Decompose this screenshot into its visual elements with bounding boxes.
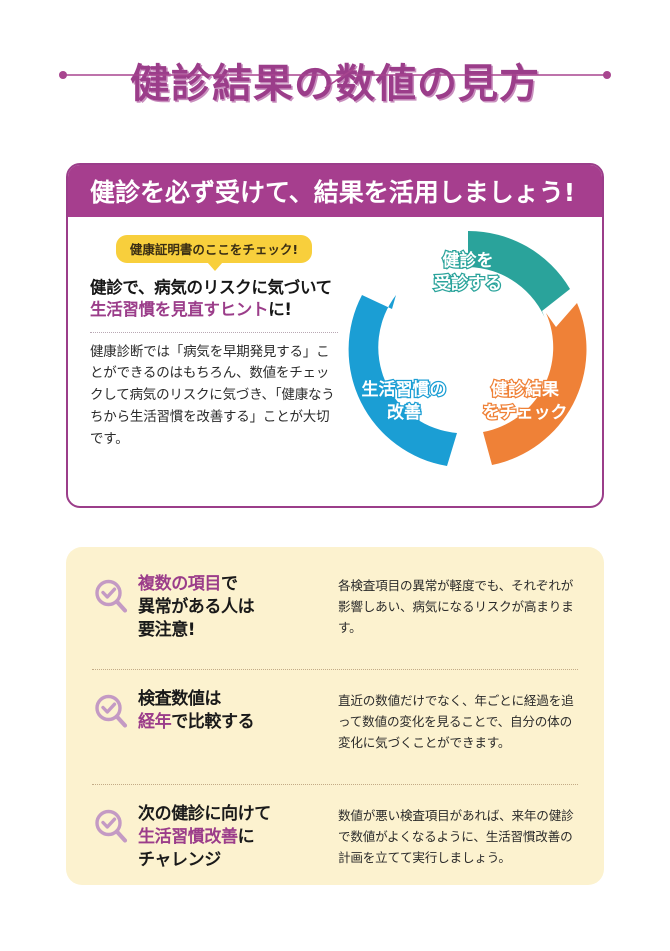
tip-description: 数値が悪い検査項目があれば、来年の健診で数値がよくなるように、生活習慣改善の計画… [338,808,574,866]
tip-heading-part-c: 経年 [138,712,172,733]
intro-text-column: 健康証明書のここをチェック! 健診で、病気のリスクに気づいて 生活習慣を見直すヒ… [90,235,338,451]
page-title-area: 健診結果の数値の見方 [0,62,670,106]
cycle-label-step-1-line2: 受診する [434,273,502,294]
cycle-segment-step-2 [483,303,587,465]
intro-body-text: 健康診断では「病気を早期発見する」ことができるのはもちろん、数値をチェックして病… [90,343,335,447]
cycle-label-step-3-line1: 生活習慣の [362,379,447,400]
cycle-label-step-1-line1: 健診を [443,250,494,271]
magnifier-check-icon [92,569,138,621]
tip-heading-part-b: 検査数値は [138,689,221,709]
health-cycle-diagram: 健診を 受診する 健診結果 をチェック 生活習慣の 改善 [342,223,594,475]
intro-panel-header: 健診を必ず受けて、結果を活用しましょう! [68,165,602,217]
intro-panel-header-text: 健診を必ず受けて、結果を活用しましょう! [90,178,576,207]
tip-heading-part-a: 次の健診に向けて [138,804,271,824]
badge-tail-icon [206,262,223,271]
tip-description: 各検査項目の異常が軽度でも、それぞれが影響しあい、病気になるリスクが高まります。 [338,578,574,636]
cycle-segment-step-3 [348,295,457,466]
check-badge-label: 健康証明書のここをチェック! [129,242,299,257]
tips-panel: 複数の項目で 異常がある人は 要注意! 各検査項目の異常が軽度でも、それぞれが影… [66,547,604,885]
tip-item: 次の健診に向けて 生活習慣改善に チャレンジ 数値が悪い検査項目があれば、来年の… [92,784,578,899]
tip-heading-part-d: チャレンジ [138,850,221,871]
cycle-label-step-3-line2: 改善 [387,402,421,423]
check-badge: 健康証明書のここをチェック! [115,235,313,271]
intro-divider [90,331,338,333]
tip-heading-part-b: 生活習慣改善 [138,827,238,848]
tip-heading: 複数の項目で 異常がある人は 要注意! [138,569,334,642]
cycle-label-step-2-line2: をチェック [483,403,568,423]
magnifier-check-icon [92,799,138,851]
tip-heading-part-d: で比較する [171,712,255,733]
cycle-label-step-2-line1: 健診結果 [491,379,559,400]
tip-heading-part-a: 複数の項目 [138,574,221,594]
cycle-svg: 健診を 受診する 健診結果 をチェック 生活習慣の 改善 [348,230,587,466]
intro-panel: 健診を必ず受けて、結果を活用しましょう! 健康証明書のここをチェック! 健診で、… [66,163,604,508]
tip-item: 複数の項目で 異常がある人は 要注意! 各検査項目の異常が軽度でも、それぞれが影… [92,555,578,669]
intro-lead-line1: 健診で、病気のリスクに気づいて [90,278,332,297]
tip-heading-part-d: 要注意! [138,620,196,641]
tip-heading-part-c: 異常がある人は [138,597,255,618]
cycle-segment-step-1 [468,230,570,323]
intro-lead-tail: に! [268,300,292,320]
intro-lead-highlight: 生活習慣を見直すヒント [90,300,269,320]
magnifier-check-icon [92,684,138,736]
tip-heading: 検査数値は 経年で比較する [138,684,334,734]
check-badge-wrapper: 健康証明書のここをチェック! [90,235,338,271]
tip-heading-part-b: で [221,574,238,594]
page-title: 健診結果の数値の見方 [130,61,540,107]
tip-heading: 次の健診に向けて 生活習慣改善に チャレンジ [138,799,334,872]
tip-item: 検査数値は 経年で比較する 直近の数値だけでなく、年ごとに経過を追って数値の変化… [92,669,578,784]
tip-heading-part-c: に [237,827,255,848]
intro-panel-body: 健康証明書のここをチェック! 健診で、病気のリスクに気づいて 生活習慣を見直すヒ… [68,217,602,505]
title-decorative-rule [59,68,611,89]
tip-description: 直近の数値だけでなく、年ごとに経過を追って数値の変化を見ることで、自分の体の変化… [338,693,574,751]
intro-lead: 健診で、病気のリスクに気づいて 生活習慣を見直すヒントに! [90,277,338,322]
